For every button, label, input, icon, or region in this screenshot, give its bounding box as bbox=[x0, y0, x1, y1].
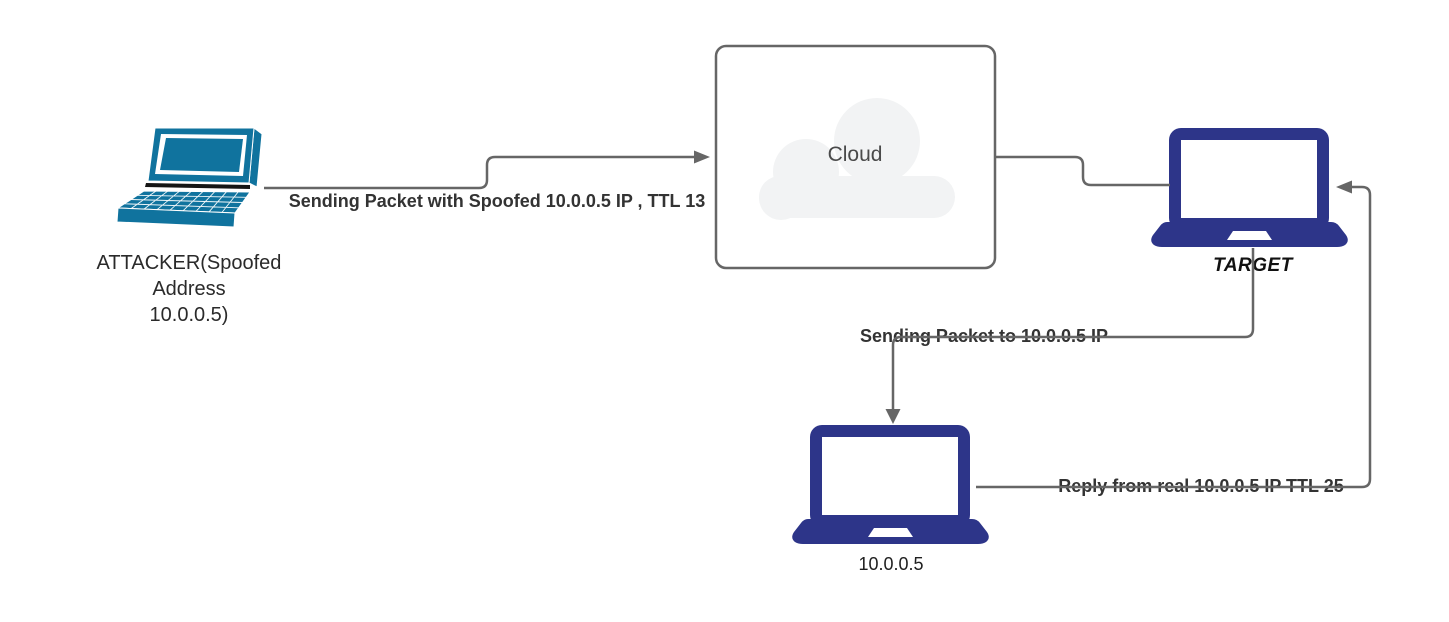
host-label: 10.0.0.5 bbox=[858, 554, 924, 574]
attacker-label-line2: Address bbox=[152, 278, 226, 300]
cloud-icon bbox=[759, 98, 955, 220]
edge-label-spoofed-packet: Sending Packet with Spoofed 10.0.0.5 IP … bbox=[288, 191, 706, 211]
edge-label-sending-packet: Sending Packet to 10.0.0.5 IP bbox=[859, 326, 1109, 346]
cloud-label: Cloud bbox=[827, 143, 883, 166]
attacker-label-line3: 10.0.0.5) bbox=[149, 304, 229, 326]
attacker-label: ATTACKER(Spoofed Address 10.0.0.5) bbox=[59, 250, 319, 328]
attacker-label-line1: ATTACKER(Spoofed bbox=[96, 252, 282, 274]
target-label: TARGET bbox=[1213, 255, 1293, 276]
edge-label-reply: Reply from real 10.0.0.5 IP TTL 25 bbox=[1058, 476, 1344, 496]
